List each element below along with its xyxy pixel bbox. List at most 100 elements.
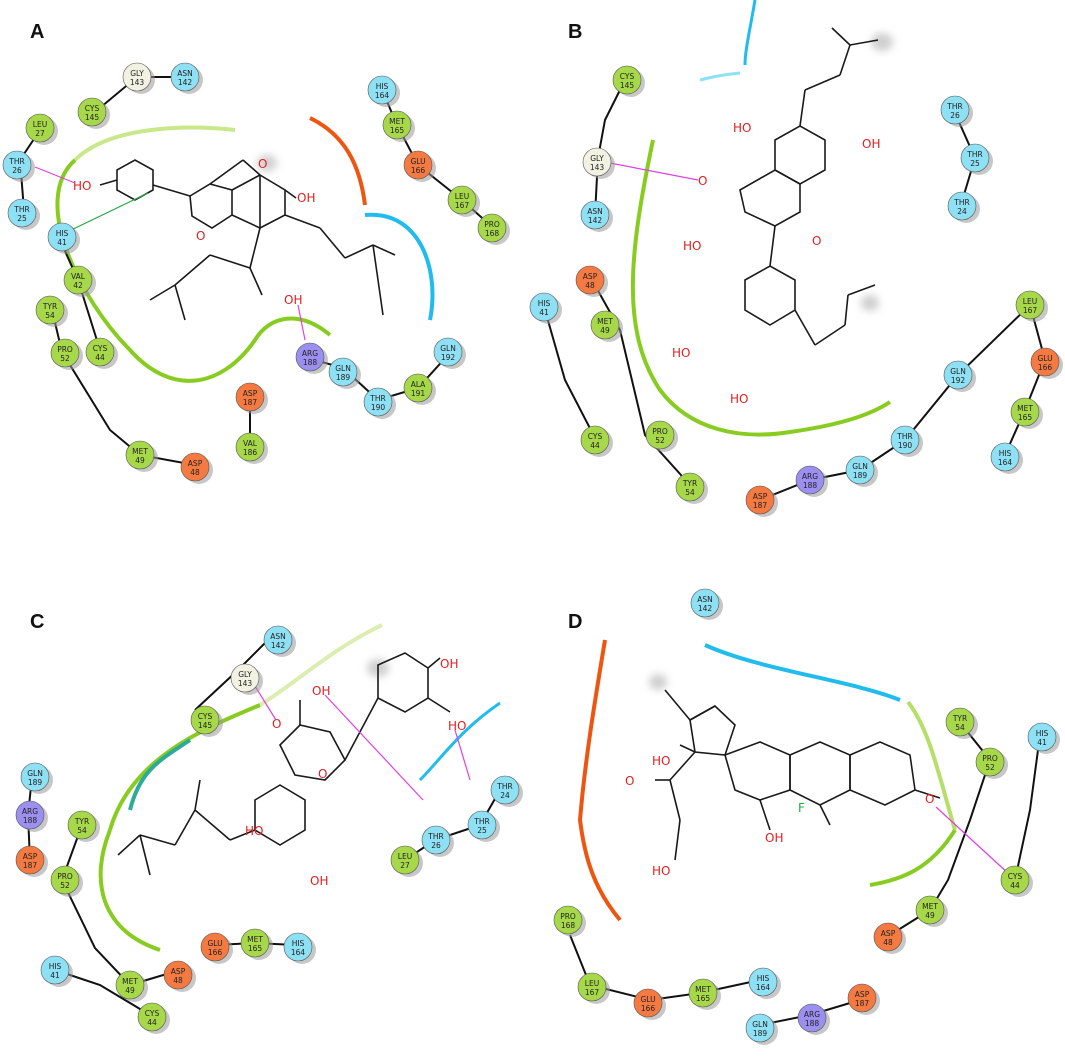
residue-name: CYS <box>1008 872 1023 881</box>
residue-number: 54 <box>955 723 965 732</box>
residue-number: 49 <box>925 911 935 920</box>
residue-disc <box>940 95 970 125</box>
residue-disc <box>797 1003 827 1033</box>
residue-disc <box>945 707 975 737</box>
ring-d-a <box>849 741 916 806</box>
backbone-c6 <box>404 789 501 861</box>
residue-disc <box>163 960 193 990</box>
pocket-line-c-teal <box>128 738 192 811</box>
ligand-b <box>739 27 893 346</box>
residue-number: 145 <box>620 81 635 90</box>
atom-d5: OH <box>765 831 783 845</box>
residue-name: MET <box>389 117 405 126</box>
residue-name: LEU <box>585 979 599 988</box>
residue-number: 25 <box>970 159 980 168</box>
residue-disc <box>580 200 610 230</box>
pocket-line-b-cyan2 <box>699 71 741 82</box>
residue-disc <box>50 865 80 895</box>
residue-name: LEU <box>398 852 412 861</box>
residue-disc <box>382 110 412 140</box>
residue-number: 167 <box>1023 306 1038 315</box>
residue-number: 164 <box>998 458 1013 467</box>
residue-name: ASN <box>177 69 193 78</box>
panel-label-b: B <box>568 21 582 43</box>
residue-disc <box>745 485 775 515</box>
ring-a-phenol <box>116 159 154 201</box>
pocket-line-d-cyan <box>704 643 901 702</box>
residue-disc <box>490 775 520 805</box>
residue-number: 191 <box>411 389 426 398</box>
residue-number: 192 <box>441 353 456 362</box>
residue-number: 188 <box>23 816 38 825</box>
residue-name: PRO <box>560 912 576 921</box>
residue-name: THR <box>953 198 969 207</box>
residue-disc <box>1000 865 1030 895</box>
residue-disc <box>63 265 93 295</box>
residue-name: ARG <box>302 349 318 358</box>
residue-number: 44 <box>1010 881 1020 890</box>
residue-name: HIS <box>56 229 69 238</box>
residue-name: CYS <box>198 712 213 721</box>
residue-number: 143 <box>238 679 253 688</box>
residue-disc <box>15 800 45 830</box>
pocket-line-d-orange <box>577 639 622 922</box>
panel-label-d: D <box>568 611 582 633</box>
hbond-c-thr26 <box>324 694 424 801</box>
residue-disc <box>35 295 65 325</box>
residue-name: TYR <box>74 817 89 826</box>
residue-disc <box>50 338 80 368</box>
ring-d-d <box>689 705 736 756</box>
residue-number: 166 <box>208 948 223 957</box>
residue-number: 164 <box>375 91 390 100</box>
ring-d-b <box>789 741 851 806</box>
residue-name: THR <box>946 102 962 111</box>
residue-number: 52 <box>60 354 70 363</box>
residue-number: 44 <box>590 441 600 450</box>
residue-name: MET <box>695 985 711 994</box>
atom-d3: HO <box>652 864 670 878</box>
ring-a-benzo <box>259 173 286 230</box>
residue-number: 52 <box>60 881 70 890</box>
residue-number: 142 <box>698 604 713 613</box>
residue-number: 54 <box>45 311 55 320</box>
residue-number: 48 <box>585 281 595 290</box>
residue-name: ASN <box>697 595 713 604</box>
residue-disc <box>890 425 920 455</box>
residue-disc <box>1010 397 1040 427</box>
residue-disc <box>947 191 977 221</box>
residue-number: 145 <box>198 721 213 730</box>
atom-a4: O <box>196 229 205 243</box>
residue-disc <box>633 988 663 1018</box>
residue-disc <box>122 62 152 92</box>
residue-name: GLY <box>238 670 252 679</box>
residue-disc <box>295 342 325 372</box>
residue-name: ARG <box>22 807 38 816</box>
